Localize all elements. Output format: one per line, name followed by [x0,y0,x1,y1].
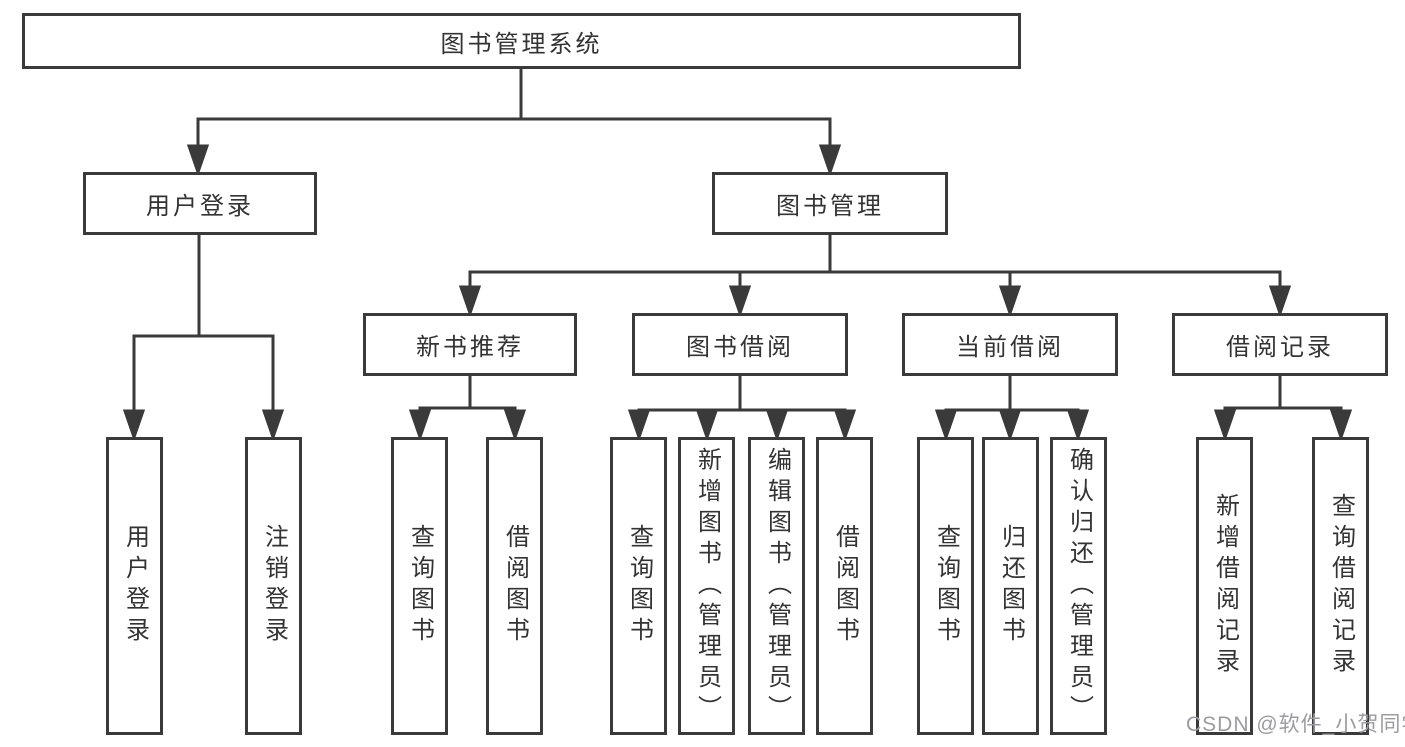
leaf-query-borrow-record: 查询借阅记录 [1312,437,1369,735]
node-user-login: 用户登录 [83,172,317,235]
node-book-borrowing: 图书借阅 [632,313,848,376]
connector-current-borrowing-to-leaves [934,376,1090,442]
leaf-borrow-books-recommend: 借阅图书 [486,437,543,735]
leaf-borrow-books-borrowing-label: 借阅图书 [831,524,859,648]
leaf-query-books-borrowing-label: 查询图书 [625,524,653,648]
arrowhead-down-icon [186,144,210,177]
arrowhead-down-icon [627,409,651,442]
node-user-login-label: 用户登录 [146,193,254,220]
leaf-edit-book-admin: 编辑图书（管理员） [748,437,805,735]
connector-root-to-level2 [186,69,842,177]
node-book-management-label: 图书管理 [776,193,884,220]
connector-book-management-to-level3 [458,235,1292,318]
arrowhead-down-icon [998,409,1022,442]
leaf-add-book-admin: 新增图书（管理员） [678,437,735,735]
arrowhead-down-icon [833,409,857,442]
leaf-query-books-recommend-label: 查询图书 [406,524,434,648]
leaf-confirm-return-admin-label: 确认归还（管理员） [1065,446,1093,726]
leaf-query-books-borrowing: 查询图书 [610,437,667,735]
leaf-logout-label: 注销登录 [260,524,288,648]
leaf-add-borrow-record-label: 新增借阅记录 [1211,493,1239,679]
arrowhead-down-icon [818,144,842,177]
arrowhead-down-icon [765,409,789,442]
leaf-edit-book-admin-label: 编辑图书（管理员） [763,446,791,726]
leaf-add-borrow-record: 新增借阅记录 [1196,437,1253,735]
connector-user-login-to-leaves [122,235,285,442]
arrowhead-down-icon [261,409,285,442]
arrowhead-down-icon [998,285,1022,318]
node-borrowing-records: 借阅记录 [1172,313,1388,376]
node-new-book-recommend: 新书推荐 [363,313,577,376]
connector-borrowing-records-to-leaves [1213,376,1353,442]
arrowhead-down-icon [728,285,752,318]
arrowhead-down-icon [503,409,527,442]
node-book-management: 图书管理 [712,172,948,235]
node-new-book-recommend-label: 新书推荐 [416,334,524,361]
arrowhead-down-icon [695,409,719,442]
arrowhead-down-icon [408,409,432,442]
connector-new-book-recommend-to-leaves [408,376,527,442]
arrowhead-down-icon [934,409,958,442]
arrowhead-down-icon [122,409,146,442]
leaf-query-books-recommend: 查询图书 [391,437,448,735]
node-root: 图书管理系统 [22,13,1021,69]
watermark-text: CSDN @软件_小贺同学 [1186,713,1405,736]
arrowhead-down-icon [1268,285,1292,318]
leaf-query-books-current-label: 查询图书 [932,524,960,648]
leaf-return-books-label: 归还图书 [997,524,1025,648]
leaf-user-login-label: 用户登录 [121,524,149,648]
leaf-query-books-current: 查询图书 [917,437,974,735]
leaf-logout: 注销登录 [245,437,302,735]
node-book-borrowing-label: 图书借阅 [686,334,794,361]
arrowhead-down-icon [1329,409,1353,442]
leaf-borrow-books-borrowing: 借阅图书 [816,437,873,735]
arrowhead-down-icon [1213,409,1237,442]
leaf-user-login: 用户登录 [106,437,163,735]
node-current-borrowing: 当前借阅 [902,313,1118,376]
leaf-borrow-books-recommend-label: 借阅图书 [501,524,529,648]
node-current-borrowing-label: 当前借阅 [956,334,1064,361]
node-root-label: 图书管理系统 [440,30,603,58]
leaf-query-borrow-record-label: 查询借阅记录 [1327,493,1355,679]
leaf-add-book-admin-label: 新增图书（管理员） [693,446,721,726]
leaf-confirm-return-admin: 确认归还（管理员） [1050,437,1107,735]
leaf-return-books: 归还图书 [982,437,1039,735]
node-borrowing-records-label: 借阅记录 [1226,334,1334,361]
arrowhead-down-icon [1066,409,1090,442]
arrowhead-down-icon [458,285,482,318]
connector-book-borrowing-to-leaves [627,376,857,442]
